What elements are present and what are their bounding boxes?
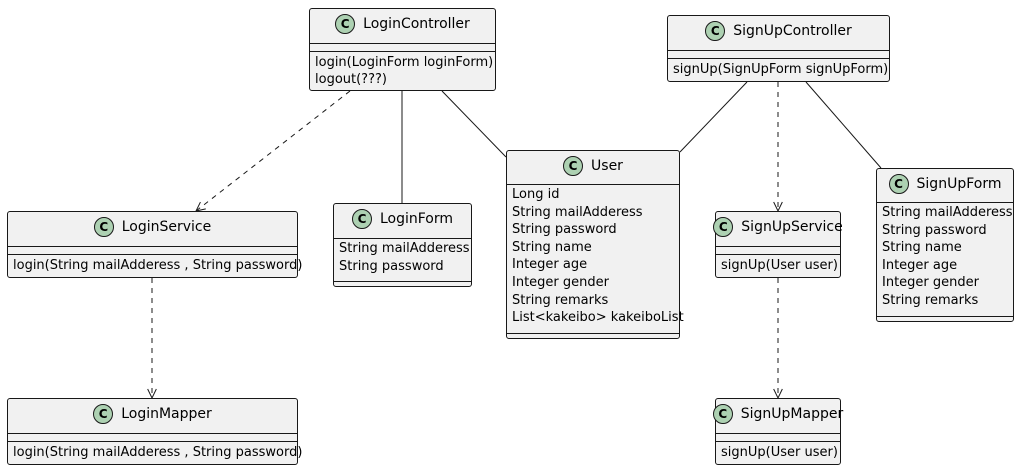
attribute: String remarks [512, 292, 609, 308]
class-badge-icon: C [563, 156, 584, 176]
attribute: String remarks [882, 293, 979, 308]
class-login-controller: C LoginController login(LoginForm loginFor… [309, 8, 496, 91]
class-badge-icon: C [713, 217, 734, 237]
compartment-divider [716, 246, 840, 247]
class-header: C LoginController [310, 9, 495, 39]
compartment-divider [877, 316, 1013, 317]
class-name: LoginMapper [121, 406, 212, 422]
method: signUp(SignUpForm signUpForm) [673, 62, 889, 77]
method: login(LoginForm loginForm) [315, 55, 494, 70]
class-signup-mapper: C SignUpMapper signUp(User user) [712, 398, 844, 465]
compartment-divider [877, 202, 1013, 203]
method: signUp(User user) [721, 258, 838, 273]
compartment-divider [334, 281, 471, 282]
compartment-divider [8, 254, 297, 255]
attribute: String password [512, 222, 617, 238]
compartment-divider [334, 238, 471, 239]
attribute: Integer age [882, 257, 958, 273]
class-header: C LoginService [8, 212, 297, 242]
attribute: String password [339, 258, 444, 274]
attribute: Integer age [512, 257, 588, 273]
class-header: C SignUpMapper [712, 399, 844, 429]
class-header: C SignUpService [713, 212, 843, 242]
attribute: String name [512, 239, 592, 255]
attribute: Integer gender [512, 275, 609, 290]
method: login(String mailAdderess , String passw… [13, 258, 303, 273]
attribute: String mailAdderess [512, 204, 643, 220]
attribute: String name [882, 240, 962, 256]
class-signup-service: C SignUpService signUp(User user) [713, 211, 843, 278]
attribute: Long id [512, 187, 560, 202]
association-edge [679, 81, 748, 153]
class-header: C LoginMapper [8, 399, 297, 429]
method: signUp(User user) [721, 445, 838, 460]
class-name: SignUpForm [916, 176, 1002, 192]
class-login-mapper: C LoginMapper login(String mailAdderess , … [7, 398, 302, 465]
method: login(String mailAdderess , String passw… [13, 445, 303, 460]
class-name: LoginService [121, 219, 212, 235]
compartment-divider [507, 184, 679, 185]
attribute: String mailAdderess [882, 205, 1013, 220]
class-login-service: C LoginService login(String mailAdderess ,… [7, 211, 302, 278]
class-name: LoginForm [379, 211, 454, 227]
compartment-divider [507, 333, 679, 334]
class-badge-icon: C [705, 21, 726, 41]
class-name: LoginController [363, 16, 470, 32]
class-name: SignUpController [733, 23, 852, 39]
class-name: SignUpService [741, 219, 843, 235]
attribute: Integer gender [882, 275, 979, 291]
class-header: C User [507, 151, 679, 181]
class-name: User [591, 158, 623, 174]
compartment-divider [310, 43, 495, 44]
class-header: C SignUpController [668, 16, 889, 46]
compartment-divider [716, 433, 840, 434]
attribute: String password [882, 222, 987, 238]
compartment-divider [668, 50, 889, 51]
class-badge-icon: C [712, 404, 733, 424]
compartment-divider [716, 254, 840, 255]
association-edge [805, 81, 882, 169]
class-signup-controller: C SignUpController signUp(SignUpForm signU… [667, 15, 890, 82]
class-name: SignUpMapper [740, 406, 844, 422]
compartment-divider [8, 246, 297, 247]
compartment-divider [668, 58, 889, 59]
class-header: C SignUpForm [877, 169, 1013, 199]
class-badge-icon: C [351, 209, 372, 229]
attribute: String mailAdderess [339, 241, 470, 256]
compartment-divider [8, 441, 297, 442]
class-badge-icon: C [93, 217, 114, 237]
class-badge-icon: C [335, 14, 356, 34]
compartment-divider [8, 433, 297, 434]
class-badge-icon: C [93, 404, 114, 424]
class-badge-icon: C [888, 174, 909, 194]
compartment-divider [310, 51, 495, 52]
compartment-divider [716, 441, 840, 442]
class-header: C LoginForm [334, 204, 471, 234]
attribute: List<kakeibo> kakeiboList [512, 310, 684, 326]
association-edge [441, 90, 507, 158]
dependency-edge [195, 90, 351, 212]
method: logout(???) [315, 72, 387, 87]
